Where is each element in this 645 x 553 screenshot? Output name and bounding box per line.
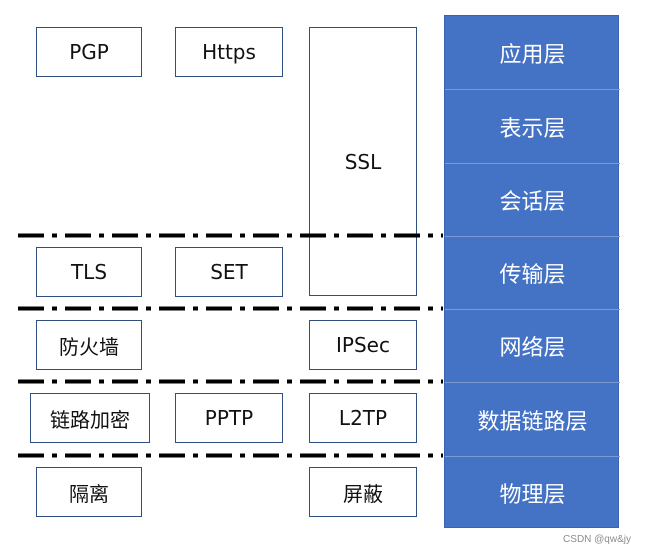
protocol-box-https: Https	[175, 27, 283, 77]
osi-layer-presentation: 表示层	[445, 90, 620, 163]
osi-layer-label: 数据链路层	[477, 409, 588, 435]
protocol-label-tls: TLS	[70, 260, 108, 284]
protocol-box-link-encryption: 链路加密	[30, 393, 150, 443]
osi-layer-label: 网络层	[499, 336, 566, 361]
protocol-label-isolation: 隔离	[69, 481, 109, 506]
osi-divider	[445, 89, 620, 90]
osi-divider	[445, 309, 620, 310]
protocol-box-set: SET	[175, 247, 283, 297]
protocol-label-link-encryption: 链路加密	[50, 407, 130, 432]
osi-layer-label: 应用层	[499, 42, 566, 68]
watermark-text: CSDN @qw&jy	[563, 534, 631, 545]
protocol-box-pptp: PPTP	[175, 393, 283, 443]
layer-separator-1	[18, 233, 443, 238]
protocol-box-shielding: 屏蔽	[309, 467, 417, 517]
protocol-label-firewall: 防火墙	[59, 334, 119, 359]
osi-layer-stack: 应用层 表示层 会话层 传输层 网络层 数据链路层 物理层	[444, 15, 620, 528]
protocol-box-ipsec: IPSec	[309, 320, 417, 370]
protocol-label-l2tp: L2TP	[338, 406, 388, 430]
layer-separator-4	[18, 453, 443, 458]
protocol-box-isolation: 隔离	[36, 467, 142, 517]
osi-divider	[445, 456, 620, 457]
protocol-box-l2tp: L2TP	[309, 393, 417, 443]
protocol-label-ssl: SSL	[344, 149, 382, 174]
osi-layer-application: 应用层	[445, 16, 620, 89]
osi-divider	[445, 163, 620, 164]
protocol-box-firewall: 防火墙	[36, 320, 142, 370]
osi-layer-physical: 物理层	[445, 457, 620, 528]
protocol-box-ssl: SSL	[309, 27, 417, 296]
osi-layer-transport: 传输层	[445, 237, 620, 309]
protocol-label-pgp: PGP	[69, 40, 109, 64]
protocol-box-tls: TLS	[36, 247, 142, 297]
protocol-label-pptp: PPTP	[204, 406, 254, 430]
osi-layer-data-link: 数据链路层	[445, 383, 620, 456]
osi-layer-label: 传输层	[499, 263, 566, 288]
layer-separator-2	[18, 306, 443, 311]
protocol-box-pgp: PGP	[36, 27, 142, 77]
layer-separator-3	[18, 379, 443, 384]
osi-layer-label: 物理层	[499, 482, 566, 508]
protocol-label-shielding: 屏蔽	[343, 481, 383, 506]
osi-layer-network: 网络层	[445, 310, 620, 382]
osi-layer-label: 表示层	[499, 116, 566, 142]
osi-divider	[445, 382, 620, 383]
protocol-label-set: SET	[210, 260, 248, 284]
osi-layer-label: 会话层	[499, 190, 566, 215]
osi-layer-session: 会话层	[445, 164, 620, 236]
osi-divider	[445, 236, 620, 237]
protocol-label-ipsec: IPSec	[336, 333, 390, 357]
protocol-label-https: Https	[202, 40, 256, 64]
